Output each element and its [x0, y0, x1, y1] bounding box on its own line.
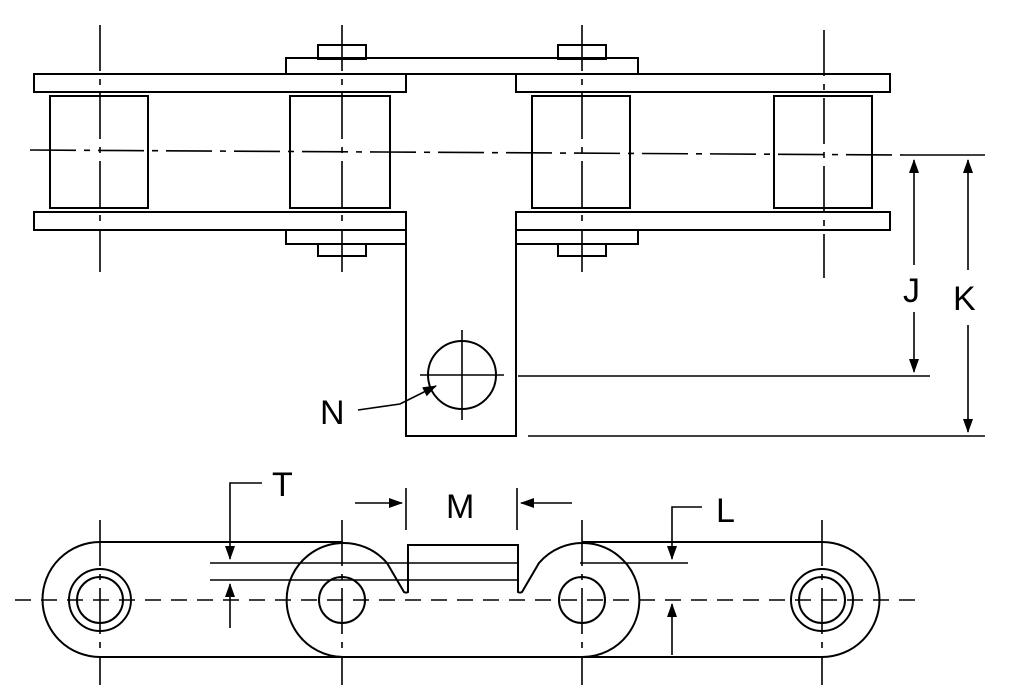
pin-heads — [317, 44, 607, 257]
inner-plates — [285, 542, 641, 659]
dimension-m — [355, 488, 572, 530]
dimension-l — [580, 506, 702, 655]
dimension-t — [210, 482, 408, 628]
leader-n — [357, 385, 437, 411]
side-view-centerlines — [15, 520, 915, 685]
top-view-centerlines — [29, 25, 906, 278]
side-view: T M L — [15, 466, 915, 685]
label-m: M — [446, 488, 474, 526]
outer-link-plates-top — [33, 57, 891, 93]
label-j: J — [903, 272, 920, 310]
label-k: K — [953, 280, 976, 318]
dimension-extension-lines — [518, 154, 985, 437]
rollers — [49, 95, 873, 209]
outer-link-plates-bottom — [33, 211, 891, 245]
attachment-bracket — [405, 230, 517, 437]
hole-centerlines — [420, 330, 504, 420]
label-l: L — [716, 492, 735, 530]
label-n: N — [320, 394, 345, 432]
top-view: J K N — [29, 25, 985, 437]
label-t: T — [272, 466, 293, 504]
